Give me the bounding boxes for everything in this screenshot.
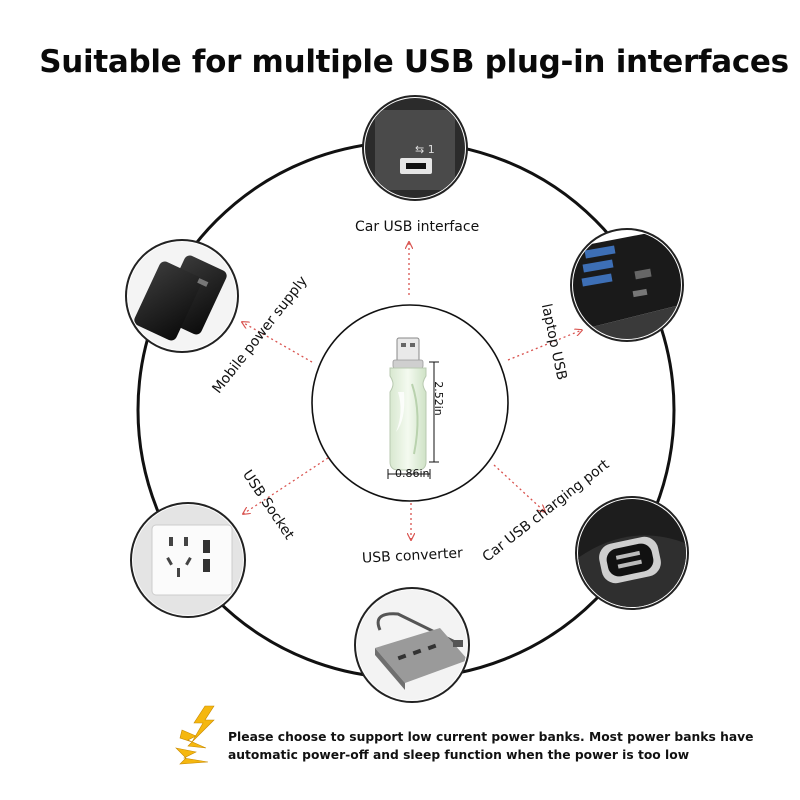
dimension-lines	[387, 361, 439, 479]
lightning-icon	[175, 705, 215, 765]
connector-arrows	[242, 242, 582, 540]
width-dimension-label: 0.86in	[395, 467, 430, 480]
usb-hub-icon	[354, 587, 470, 703]
usb-light-product-icon	[389, 337, 427, 471]
wall-socket-icon	[130, 502, 246, 618]
height-dimension-label: 2.52in	[431, 381, 445, 416]
label-car-usb-interface: Car USB interface	[355, 219, 480, 235]
car-charging-port-icon	[575, 496, 689, 610]
power-bank-note: Please choose to support low current pow…	[228, 730, 754, 762]
car-usb-port-icon: ⇆ 1	[362, 95, 468, 201]
page-title: Suitable for multiple USB plug-in interf…	[39, 44, 789, 80]
arrow-mobile	[242, 322, 313, 363]
power-bank-icon	[125, 239, 239, 353]
arrow-laptop	[507, 330, 582, 361]
arrow-car-charging	[493, 464, 545, 512]
arrow-socket	[243, 457, 329, 514]
laptop-usb-ports-icon	[570, 228, 684, 342]
svg-text:⇆ 1: ⇆ 1	[415, 143, 435, 156]
